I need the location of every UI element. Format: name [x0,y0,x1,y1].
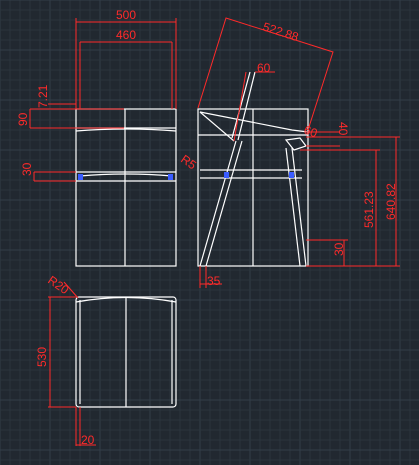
side-front-leg-b [205,140,243,267]
dim-front-inner-width: 460 [116,28,136,42]
side-back-leg-a [285,147,301,267]
dim-plan-radius: R20 [45,273,71,297]
side-back-brace-2 [199,111,235,142]
front-dimensions: 500 460 7.21 90 30 [16,8,177,182]
dim-side-radius: R5 [178,152,199,172]
front-outline [75,108,177,267]
dim-side-back-length: 522.88 [261,20,301,45]
side-dimensions: 522.88 60 60 40 R5 561.23 640.82 30 35 [178,17,400,288]
plan-back-curve [75,296,177,303]
dim-side-foot-35: 35 [207,274,221,288]
side-view [197,71,309,267]
dim-front-outer-width: 500 [116,8,136,22]
front-rail-curve [79,173,173,177]
dim-front-lower-rail: 30 [20,162,34,176]
front-view [75,108,177,267]
side-front-leg-a [199,140,237,267]
dim-front-rail-height: 90 [16,112,30,126]
dim-side-arm-40: 40 [336,122,350,136]
dim-side-seat-height: 561.23 [362,191,376,228]
side-back-envelope [197,17,334,131]
side-grip-right-icon [289,172,294,178]
side-backrest-post-a [231,71,251,139]
side-back-brace [199,111,309,133]
dim-plan-thickness: 20 [81,433,95,447]
dim-side-foot-30: 30 [332,242,346,256]
side-grip-left-icon [224,172,229,178]
dim-plan-depth: 530 [35,347,49,367]
front-grip-right-icon [168,174,173,180]
front-grip-left-icon [78,174,83,180]
plan-view [75,296,177,408]
side-back-leg-b [291,147,307,267]
front-seat-curve [75,128,177,132]
dim-front-rail-offset: 7.21 [36,84,50,108]
side-backrest-post-b [237,71,256,141]
dim-side-back-angle: 60 [257,61,271,75]
dim-side-total-height: 640.82 [384,183,398,220]
